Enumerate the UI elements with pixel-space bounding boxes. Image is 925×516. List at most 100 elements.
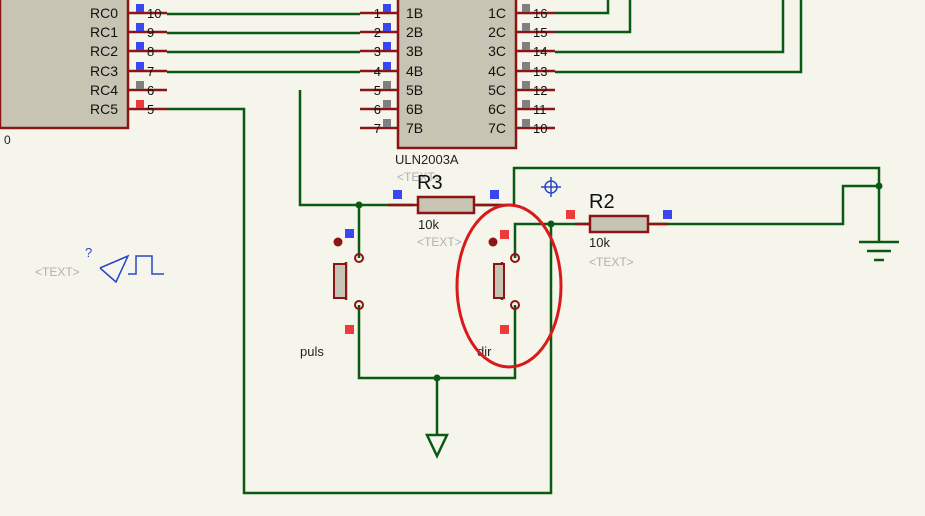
r3-ref: R3 bbox=[417, 172, 443, 194]
mcu-pin-number: 8 bbox=[147, 44, 154, 59]
uln-out-pin-number: 10 bbox=[533, 121, 547, 136]
resistor-r2[interactable]: R2 10k <TEXT> bbox=[566, 191, 672, 269]
mcu-pin-marker[interactable] bbox=[136, 42, 144, 50]
uln-out-pin-marker[interactable] bbox=[522, 119, 530, 127]
wire-out1 bbox=[555, 0, 610, 15]
uln-out-pin-number: 16 bbox=[533, 6, 547, 21]
mcu-edge-label: 0 bbox=[4, 133, 11, 147]
uln-in-pin-number: 1 bbox=[374, 6, 381, 21]
crosshair-icon bbox=[541, 177, 561, 197]
uln-in-label: 2B bbox=[406, 24, 423, 40]
dir-pin-top[interactable] bbox=[500, 230, 509, 239]
r3-text: <TEXT> bbox=[417, 235, 462, 249]
uln-in-label: 4B bbox=[406, 63, 423, 79]
pushbutton-dir[interactable]: dir bbox=[477, 230, 520, 359]
mcu-pin-label: RC1 bbox=[90, 24, 118, 40]
dir-button-body[interactable] bbox=[493, 263, 505, 299]
uln-in-pin-marker[interactable] bbox=[383, 23, 391, 31]
puls-pin-top[interactable] bbox=[345, 229, 354, 238]
mcu-body[interactable] bbox=[0, 0, 130, 130]
uln-in-label: 7B bbox=[406, 120, 423, 136]
uln-out-pin-marker[interactable] bbox=[522, 4, 530, 12]
wires bbox=[167, 0, 881, 495]
r2-pin-right[interactable] bbox=[663, 210, 672, 219]
uln-text-placeholder: <TEXT> bbox=[397, 170, 442, 184]
r3-value: 10k bbox=[418, 217, 439, 232]
mcu-pin-marker[interactable] bbox=[136, 81, 144, 89]
r2-text: <TEXT> bbox=[589, 255, 634, 269]
generator-text: <TEXT> bbox=[35, 265, 80, 279]
mcu-pin-number: 6 bbox=[147, 83, 154, 98]
uln-out-pin-number: 11 bbox=[533, 102, 547, 117]
uln-out-pin-marker[interactable] bbox=[522, 62, 530, 70]
uln-in-pin-marker[interactable] bbox=[383, 81, 391, 89]
generator-question-mark: ? bbox=[85, 245, 92, 260]
wire-vcc-left bbox=[298, 90, 414, 207]
resistor-r3[interactable]: R3 10k <TEXT> bbox=[388, 172, 500, 249]
uln-out-label: 3C bbox=[488, 43, 506, 59]
puls-pin-bottom[interactable] bbox=[345, 325, 354, 334]
puls-actuator-dot[interactable] bbox=[333, 237, 343, 247]
uln-in-pin-number: 7 bbox=[374, 121, 381, 136]
wire-dir-top bbox=[513, 222, 590, 258]
r2-body[interactable] bbox=[588, 214, 650, 234]
pushbutton-puls[interactable]: puls bbox=[300, 229, 364, 359]
mcu-pin-label: RC0 bbox=[90, 5, 118, 21]
uln-in-pin-marker[interactable] bbox=[383, 4, 391, 12]
uln-in-pin-number: 3 bbox=[374, 44, 381, 59]
r3-body[interactable] bbox=[416, 195, 476, 215]
junction-dot bbox=[433, 374, 441, 382]
uln-out-pin-marker[interactable] bbox=[522, 81, 530, 89]
mcu-pin-number: 9 bbox=[147, 25, 154, 40]
uln-out-label: 2C bbox=[488, 24, 506, 40]
uln-out-pin-marker[interactable] bbox=[522, 42, 530, 50]
mcu-pin-marker[interactable] bbox=[136, 100, 144, 108]
uln-out-pin-number: 13 bbox=[533, 64, 547, 79]
wire-r2-gnd bbox=[650, 184, 879, 226]
uln-in-pin-marker[interactable] bbox=[383, 119, 391, 127]
r3-pin-left[interactable] bbox=[393, 190, 402, 199]
r3-pin-right[interactable] bbox=[490, 190, 499, 199]
uln-in-label: 1B bbox=[406, 5, 423, 21]
mcu-pin-label: RC2 bbox=[90, 43, 118, 59]
highlight-ellipse bbox=[455, 203, 563, 369]
puls-button-body[interactable] bbox=[333, 263, 347, 299]
mcu-pin-number: 10 bbox=[147, 6, 161, 21]
uln-out-pin-number: 15 bbox=[533, 25, 547, 40]
pulse-generator-icon[interactable] bbox=[99, 254, 164, 284]
uln-in-pin-marker[interactable] bbox=[383, 42, 391, 50]
dir-pin-bottom[interactable] bbox=[500, 325, 509, 334]
wire-out2 bbox=[555, 0, 632, 34]
uln-in-pin-marker[interactable] bbox=[383, 100, 391, 108]
uln-in-label: 3B bbox=[406, 43, 423, 59]
uln-out-label: 4C bbox=[488, 63, 506, 79]
uln-out-label: 7C bbox=[488, 120, 506, 136]
ground-symbol-bottom[interactable] bbox=[425, 433, 449, 459]
mcu-pin-label: RC5 bbox=[90, 101, 118, 117]
ground-symbol-right[interactable] bbox=[859, 240, 899, 262]
uln-out-pin-number: 12 bbox=[533, 83, 547, 98]
junction-dot bbox=[875, 182, 883, 190]
uln-out-label: 1C bbox=[488, 5, 506, 21]
uln-out-label: 5C bbox=[488, 82, 506, 98]
mcu-pin-number: 7 bbox=[147, 64, 154, 79]
mcu-pin-marker[interactable] bbox=[136, 62, 144, 70]
wire-puls-bottom bbox=[357, 305, 517, 380]
uln-out-pin-marker[interactable] bbox=[522, 23, 530, 31]
uln-in-pin-marker[interactable] bbox=[383, 62, 391, 70]
r2-pin-left[interactable] bbox=[566, 210, 575, 219]
puls-label: puls bbox=[300, 344, 324, 359]
dir-actuator-dot[interactable] bbox=[488, 237, 498, 247]
wire-out3 bbox=[555, 0, 785, 54]
mcu-pin-label: RC4 bbox=[90, 82, 118, 98]
mcu-pin-number: 5 bbox=[147, 102, 154, 117]
junction-dot bbox=[547, 220, 555, 228]
mcu-pin-marker[interactable] bbox=[136, 23, 144, 31]
uln-out-pin-marker[interactable] bbox=[522, 100, 530, 108]
ground-triangle-icon[interactable] bbox=[425, 433, 449, 459]
uln-out-label: 6C bbox=[488, 101, 506, 117]
mcu-pin-marker[interactable] bbox=[136, 4, 144, 12]
